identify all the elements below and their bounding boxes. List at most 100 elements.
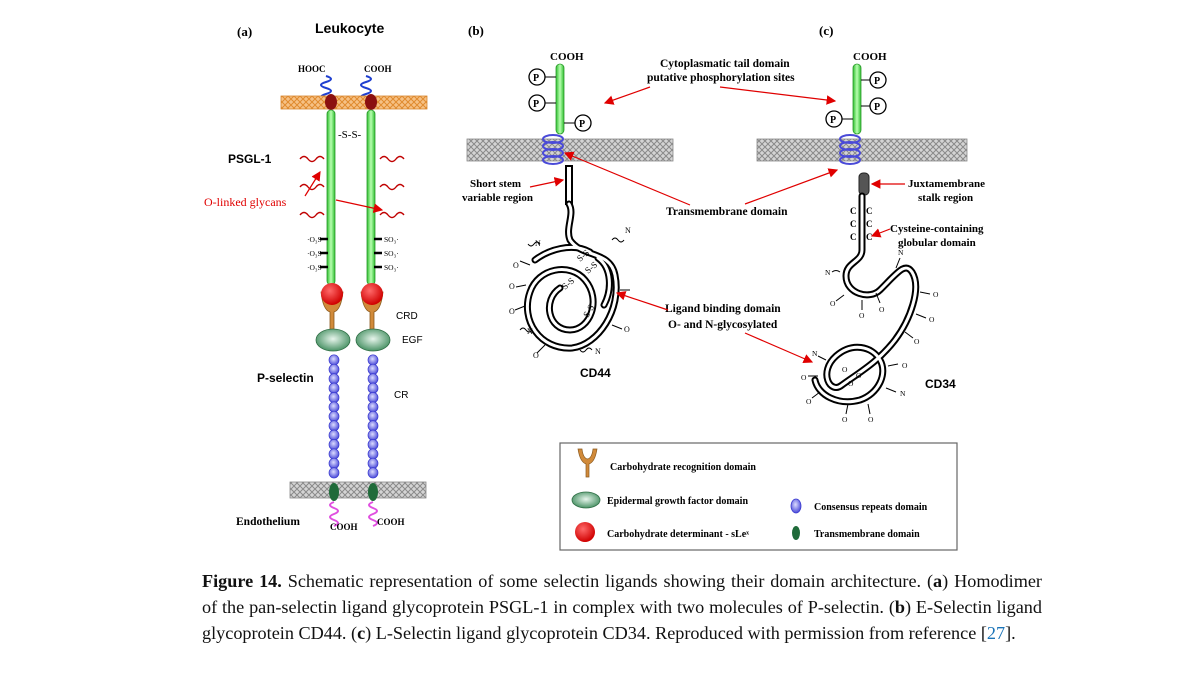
cd44-stem — [565, 165, 573, 205]
cd34-globular-domain-inner — [813, 194, 918, 404]
lbd-arrow-right — [744, 332, 814, 364]
cooh-bottom-right-label: COOH — [377, 517, 405, 527]
consensus-repeat-bead — [367, 382, 379, 394]
globular-domain-label: globular domain — [898, 237, 976, 249]
legend-egf-label: Epidermal growth factor domain — [607, 496, 748, 507]
psgl-rod-right — [366, 109, 376, 286]
cooh-bottom-left-label: COOH — [330, 522, 358, 532]
sulfate-left: ·O₃S ·O₃S ·O₃S — [307, 235, 322, 272]
svg-text:C: C — [866, 232, 873, 242]
svg-text:SO₃·: SO₃· — [384, 249, 399, 258]
svg-text:N: N — [527, 327, 533, 336]
caption-b-text: ) E-Selectin ligand glycoprotein CD44. ( — [202, 597, 1042, 643]
consensus-repeat-bead — [367, 457, 379, 469]
p-selectin-label: P-selectin — [257, 371, 314, 385]
caption-a-letter: a — [933, 571, 943, 591]
cd34-tm-coil-icon — [839, 134, 861, 165]
caption-ref-link[interactable]: 27 — [986, 623, 1006, 643]
cd44-disulfide-labels: S-S S-S S-S S-S — [560, 248, 599, 319]
psgl1-label: PSGL-1 — [228, 152, 272, 166]
svg-text:N: N — [900, 389, 906, 398]
egf-right-icon — [355, 328, 391, 352]
consensus-repeat-bead — [328, 420, 340, 432]
caption-intro: Schematic representation of some selecti… — [281, 571, 934, 591]
svg-text:P: P — [533, 73, 539, 84]
svg-text:·O₃S: ·O₃S — [307, 249, 322, 258]
endo-coil-right-icon — [368, 501, 378, 527]
cd44-glyco-letters: N N O O O N O N O — [509, 226, 631, 360]
consensus-repeat-bead — [328, 457, 340, 469]
consensus-repeat-bead — [328, 467, 340, 479]
svg-text:·O₃S: ·O₃S — [307, 235, 322, 244]
svg-text:·O₃S: ·O₃S — [307, 263, 322, 272]
egf-label: EGF — [402, 335, 423, 346]
cd34-tail-rod — [852, 63, 862, 135]
tm-endo-right-icon — [368, 483, 378, 501]
tm-left-icon — [325, 94, 337, 110]
consensus-repeat-bead — [367, 467, 379, 479]
panel-b-letter: (b) — [468, 23, 484, 38]
svg-text:C: C — [850, 206, 857, 216]
svg-text:S-S: S-S — [583, 260, 599, 276]
endothelium-label: Endothelium — [236, 516, 300, 528]
o-linked-glycans-label: O-linked glycans — [204, 195, 287, 209]
consensus-repeat-bead — [367, 363, 379, 375]
svg-text:O: O — [859, 311, 865, 320]
dark-green-oval-icon — [792, 526, 800, 540]
consensus-repeat-bead — [328, 392, 340, 404]
svg-text:P: P — [830, 115, 836, 126]
svg-text:O: O — [929, 315, 935, 324]
shared-annotations: Cytoplasmatic tail domain putative phosp… — [563, 58, 839, 364]
tm-arrow-left — [563, 151, 691, 206]
blue-oval-icon — [790, 498, 802, 514]
variable-region-label: variable region — [462, 192, 533, 204]
leukocyte-membrane — [280, 95, 428, 110]
svg-text:O: O — [830, 299, 836, 308]
consensus-repeat-bead — [328, 354, 340, 366]
leukocyte-label: Leukocyte — [315, 20, 384, 36]
cyto-arrow-left — [603, 86, 651, 105]
cd44-tm-coil-icon — [542, 134, 564, 165]
svg-text:N: N — [535, 239, 541, 248]
svg-text:P: P — [874, 102, 880, 113]
glycosylated-label: O- and N-glycosylated — [668, 319, 778, 331]
consensus-repeat-bead — [328, 363, 340, 375]
consensus-repeat-bead — [367, 420, 379, 432]
svg-text:N: N — [595, 347, 601, 356]
consensus-repeat-bead — [367, 429, 379, 441]
tm-right-icon — [365, 94, 377, 110]
y-shape-icon — [577, 448, 598, 478]
cd34-glyco-letters: O O O O O O N N N O O O O N O O O O — [801, 248, 939, 424]
cd44-label: CD44 — [580, 366, 611, 380]
svg-text:O: O — [933, 290, 939, 299]
svg-text:P: P — [874, 76, 880, 87]
legend-box — [559, 442, 958, 551]
svg-text:O: O — [513, 261, 519, 270]
red-circle-icon — [575, 522, 595, 542]
panel-a: (a) Leukocyte HOOC COOH -S-S- PSGL-1 O- — [204, 20, 428, 532]
cd44-membrane — [466, 138, 674, 162]
sulfate-right: SO₃· SO₃· SO₃· — [384, 235, 399, 272]
psgl-rod-left — [326, 109, 336, 286]
svg-text:C: C — [850, 232, 857, 242]
consensus-repeat-bead — [328, 448, 340, 460]
caption-c-letter: c — [357, 623, 366, 643]
cysteine-label: Cysteine-containing — [890, 223, 984, 235]
panel-b: (b) COOH P P P Short stem variable regio… — [462, 23, 674, 380]
sulfate-ticks — [320, 237, 382, 269]
legend-sle-label: Carbohydrate determinant - sLeˣ — [607, 529, 749, 540]
selectin-ligands-diagram: (a) Leukocyte HOOC COOH -S-S- PSGL-1 O- — [204, 20, 985, 551]
caption-end: ]. — [1005, 623, 1016, 643]
juxtamembrane-label: Juxtamembrane — [908, 178, 985, 190]
svg-text:O: O — [868, 415, 874, 424]
consensus-repeat-bead — [328, 410, 340, 422]
svg-text:O: O — [848, 379, 854, 388]
cyto-arrow-right — [719, 86, 837, 105]
svg-text:P: P — [579, 119, 585, 130]
svg-text:O: O — [856, 371, 862, 380]
caption-label: Figure 14. — [202, 571, 282, 591]
lbd-arrow-left — [615, 291, 669, 311]
cooh-top-label: COOH — [364, 64, 392, 74]
consensus-repeat-bead — [328, 401, 340, 413]
svg-text:C: C — [866, 219, 873, 229]
